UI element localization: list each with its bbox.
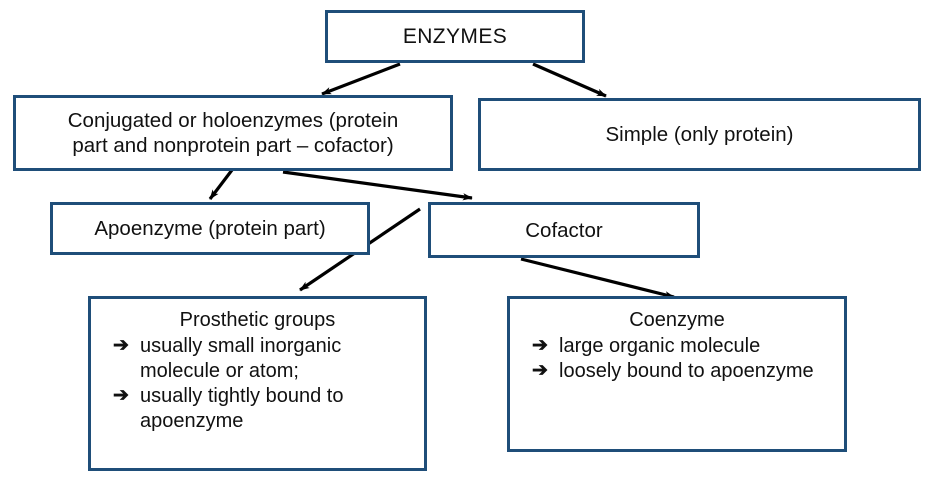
- node-enzymes-label: ENZYMES: [402, 24, 508, 48]
- arrow-enzymes-to-conjugated: [321, 62, 401, 96]
- node-prosthetic-groups[interactable]: Prosthetic groups ➔ usually small inorga…: [88, 296, 427, 471]
- coenzyme-bullet-text: large organic molecule: [559, 335, 761, 358]
- node-simple-label: Simple (only protein): [605, 123, 794, 146]
- arrow-bullet-icon: ➔: [532, 360, 548, 382]
- arrow-bullet-icon: ➔: [113, 335, 129, 357]
- prosthetic-bullet-text: usually small inorganic molecule or atom…: [140, 335, 342, 383]
- list-item: ➔ usually tightly bound to apoenzyme: [91, 384, 424, 434]
- arrow-cofactor-to-coenzyme: [520, 257, 675, 299]
- node-coenzyme[interactable]: Coenzyme ➔ large organic molecule ➔ loos…: [507, 296, 847, 452]
- list-item: ➔ large organic molecule: [510, 334, 844, 359]
- coenzyme-bullet-text: loosely bound to apoenzyme: [559, 360, 814, 383]
- list-item: ➔ usually small inorganic molecule or at…: [91, 334, 424, 384]
- node-apoenzyme-label: Apoenzyme (protein part): [94, 217, 326, 240]
- node-cofactor-label: Cofactor: [525, 218, 603, 242]
- node-coenzyme-heading: Coenzyme: [629, 309, 725, 331]
- node-prosthetic-heading: Prosthetic groups: [179, 309, 336, 331]
- node-conjugated-holoenzymes[interactable]: Conjugated or holoenzymes (protein part …: [13, 95, 453, 171]
- node-enzymes[interactable]: ENZYMES: [325, 10, 585, 63]
- node-apoenzyme[interactable]: Apoenzyme (protein part): [50, 202, 370, 255]
- list-item: ➔ loosely bound to apoenzyme: [510, 359, 844, 384]
- arrow-conjugated-to-apoenzyme: [208, 169, 234, 200]
- arrow-conjugated-to-cofactor: [282, 170, 473, 201]
- arrow-bullet-icon: ➔: [532, 335, 548, 357]
- node-conjugated-label-line2: part and nonprotein part – cofactor): [72, 134, 394, 157]
- node-simple-enzymes[interactable]: Simple (only protein): [478, 98, 921, 171]
- arrow-bullet-icon: ➔: [113, 385, 129, 407]
- prosthetic-bullet-list: ➔ usually small inorganic molecule or at…: [91, 334, 424, 434]
- arrow-enzymes-to-simple: [532, 62, 607, 98]
- prosthetic-bullet-text: usually tightly bound to apoenzyme: [140, 385, 344, 433]
- coenzyme-bullet-list: ➔ large organic molecule ➔ loosely bound…: [510, 334, 844, 384]
- node-conjugated-label-line1: Conjugated or holoenzymes (protein: [67, 109, 399, 132]
- node-cofactor[interactable]: Cofactor: [428, 202, 700, 258]
